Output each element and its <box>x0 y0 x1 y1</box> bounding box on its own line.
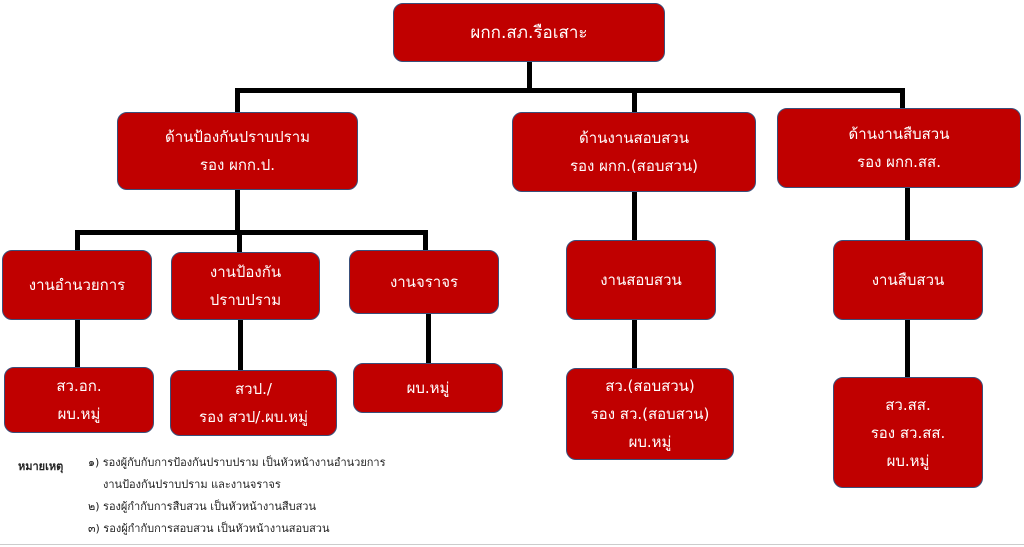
node-label: งานจราจร <box>389 273 459 291</box>
node-label: งานอำนวยการ <box>28 276 126 294</box>
node-inquiry-unit: งานสอบสวน <box>566 240 716 320</box>
connector <box>632 88 637 114</box>
connector <box>632 190 637 242</box>
node-prevention-deputy: ด้านป้องกันปราบปราม รอง ผกก.ป. <box>117 112 358 190</box>
connector <box>527 60 532 92</box>
node-label: งานสืบสวน <box>871 271 945 289</box>
node-label: ผบ.หมู่ <box>57 405 101 423</box>
node-label: งานป้องกัน <box>209 263 282 281</box>
node-label: ผกก.สภ.รือเสาะ <box>470 22 588 43</box>
node-label: สวป./ <box>235 380 272 398</box>
node-label: รอง สวป/.ผบ.หมู่ <box>199 408 308 426</box>
note-item: งานป้องกันปราบปราม และงานจราจร <box>103 478 281 491</box>
connector <box>235 188 240 234</box>
node-traffic-unit: งานจราจร <box>349 250 499 314</box>
connector <box>75 318 80 370</box>
note-item: ๒) รองผู้กำกับการสืบสวน เป็นหัวหน้างานสื… <box>88 500 317 513</box>
connector <box>75 230 80 252</box>
node-label: รอง สว.(สอบสวน) <box>590 405 710 423</box>
node-label: รอง ผกก.(สอบสวน) <box>569 157 699 175</box>
notes-label: หมายเหตุ <box>18 460 64 473</box>
connector <box>75 230 428 235</box>
node-superintendent: ผกก.สภ.รือเสาะ <box>393 3 665 62</box>
node-label: ด้านงานสอบสวน <box>579 129 689 147</box>
connector <box>237 230 242 254</box>
node-label: ปราบปราม <box>209 291 282 309</box>
node-label: สว.สส. <box>885 395 931 414</box>
node-label: สว.อก. <box>56 377 102 395</box>
connector <box>905 186 910 242</box>
connector <box>235 88 905 93</box>
node-admin-staff: สว.อก. ผบ.หมู่ <box>4 367 154 433</box>
node-label: ด้านงานสืบสวน <box>848 125 950 143</box>
note-item: ๓) รองผู้กำกับการสอบสวน เป็นหัวหน้างานสอ… <box>88 522 330 535</box>
node-inquiry-staff: สว.(สอบสวน) รอง สว.(สอบสวน) ผบ.หมู่ <box>566 368 734 460</box>
node-prevention-staff: สวป./ รอง สวป/.ผบ.หมู่ <box>170 370 337 436</box>
connector <box>235 88 240 114</box>
node-label: ด้านป้องกันปราบปราม <box>164 128 311 146</box>
node-inquiry-deputy: ด้านงานสอบสวน รอง ผกก.(สอบสวน) <box>512 112 756 192</box>
node-label: รอง ผกก.สส. <box>857 153 941 171</box>
node-investigation-deputy: ด้านงานสืบสวน รอง ผกก.สส. <box>777 108 1021 188</box>
node-label: ผบ.หมู่ <box>406 379 450 397</box>
node-label: รอง ผกก.ป. <box>199 156 276 174</box>
node-label: ผบ.หมู่ <box>886 451 930 470</box>
node-admin-unit: งานอำนวยการ <box>2 250 152 320</box>
node-prevention-unit: งานป้องกัน ปราบปราม <box>171 252 320 320</box>
connector <box>632 318 637 370</box>
connector <box>426 312 431 365</box>
node-label: งานสอบสวน <box>600 271 682 289</box>
connector <box>238 318 243 372</box>
connector <box>905 318 910 379</box>
node-investigation-staff: สว.สส. รอง สว.สส. ผบ.หมู่ <box>833 377 983 488</box>
node-label: รอง สว.สส. <box>870 423 946 442</box>
node-label: ผบ.หมู่ <box>628 433 672 451</box>
node-traffic-staff: ผบ.หมู่ <box>353 363 503 413</box>
node-investigation-unit: งานสืบสวน <box>833 240 983 320</box>
connector <box>423 230 428 252</box>
node-label: สว.(สอบสวน) <box>605 377 695 395</box>
connector <box>900 88 905 110</box>
note-item: ๑) รองผู้กับกับการป้องกันปราบปราม เป็นหั… <box>88 456 386 469</box>
divider <box>0 544 1024 545</box>
